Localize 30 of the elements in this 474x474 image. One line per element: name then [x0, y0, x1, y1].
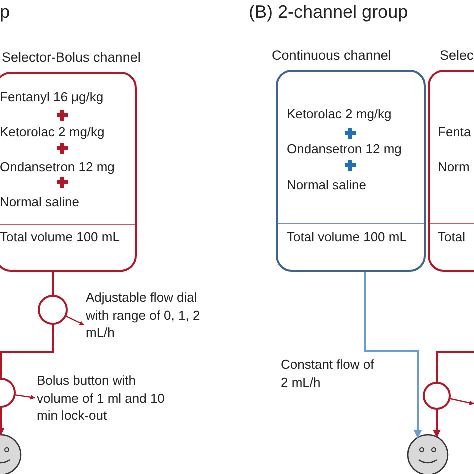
drug-text: Normal saline	[0, 194, 80, 210]
drug-text: Ondansetron 12 mg	[0, 160, 115, 174]
annotation-text: Bolus button with volume of 1 ml and 10 min lock-out	[37, 372, 167, 424]
annotation-text: Adjustable flow dial with range of 0, 1, 2 mL/h	[86, 289, 204, 342]
leader-arrow	[65, 316, 84, 326]
leader-arrow	[450, 398, 474, 406]
tube-line	[433, 409, 441, 438]
drug-text: Normal saline	[287, 178, 366, 192]
drug-text: Norm	[438, 160, 470, 174]
total-volume-text: Total	[438, 230, 466, 244]
drug-text: Ondansetron 12 mg	[287, 142, 402, 156]
channel-heading: Selec	[440, 48, 474, 63]
drug-text: Fenta	[438, 124, 472, 140]
drug-text: Fentanyl 16 μg/kg	[0, 90, 104, 104]
flow-control-circle	[423, 382, 451, 410]
drug-text: Ketorolac 2 mg/kg	[287, 106, 392, 122]
tube-line	[364, 272, 422, 438]
smiley-face-icon	[407, 434, 449, 474]
tube-line	[52, 272, 54, 296]
tube-line	[0, 407, 5, 436]
drug-text: Ketorolac 2 mg/kg	[0, 124, 105, 140]
leader-arrow	[14, 394, 36, 400]
panel-title: p	[0, 2, 10, 23]
flow-control-circle	[38, 295, 68, 325]
total-volume-text: Total volume 100 mL	[0, 230, 120, 244]
tube-line	[0, 324, 54, 379]
panel-title: (B) 2-channel group	[249, 2, 408, 23]
total-volume-text: Total volume 100 mL	[287, 230, 407, 244]
channel-heading: Selector-Bolus channel	[2, 50, 141, 65]
channel-heading: Continuous channel	[272, 48, 392, 63]
